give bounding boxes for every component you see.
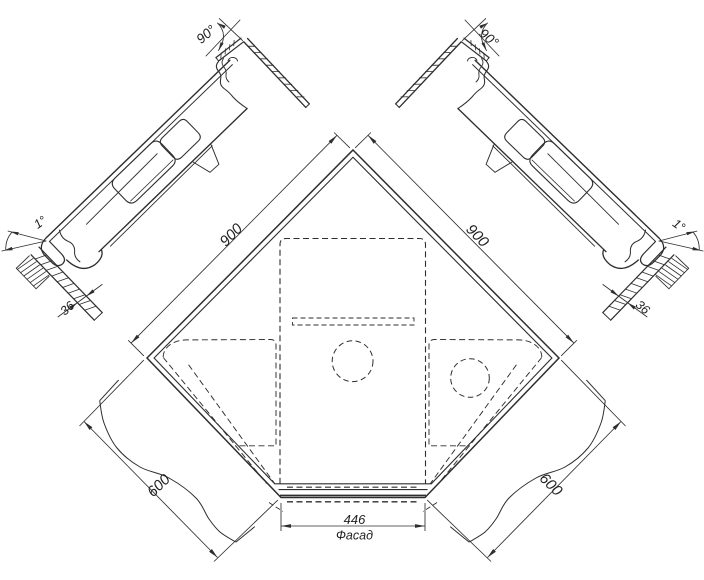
svg-text:90°: 90° xyxy=(193,22,219,47)
svg-text:900: 900 xyxy=(216,220,246,250)
svg-text:36: 36 xyxy=(633,298,653,318)
svg-text:900: 900 xyxy=(462,221,492,251)
svg-text:1°: 1° xyxy=(31,213,49,231)
svg-text:600: 600 xyxy=(536,470,566,500)
svg-text:600: 600 xyxy=(144,470,174,500)
svg-text:90°: 90° xyxy=(476,26,502,51)
svg-text:Фасад: Фасад xyxy=(336,529,373,543)
svg-text:1°: 1° xyxy=(670,216,688,234)
svg-text:446: 446 xyxy=(344,512,366,527)
